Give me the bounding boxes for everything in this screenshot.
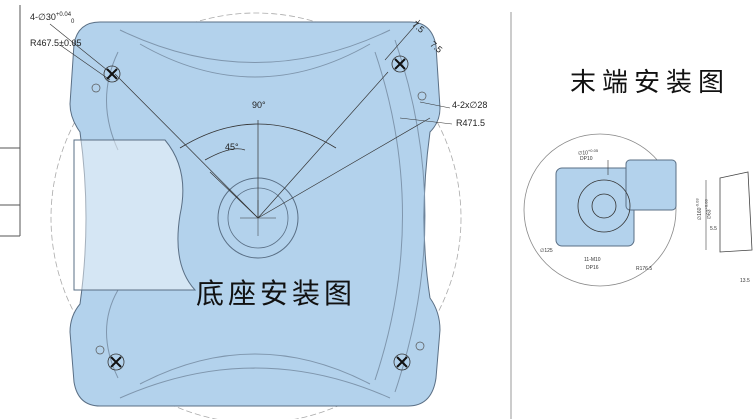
leader-radius-1 bbox=[59, 44, 111, 81]
hole-dia-tol-low: 0 bbox=[71, 18, 75, 25]
rib-right-2 bbox=[374, 51, 403, 381]
end-d160-label: ∅160-0.03 bbox=[695, 198, 704, 220]
end-flange-center bbox=[591, 193, 617, 219]
radius-2-label: R471.5 bbox=[456, 118, 486, 128]
aux-hole-3 bbox=[95, 345, 105, 355]
rib-left-lower bbox=[106, 289, 119, 379]
end-side-body bbox=[625, 159, 677, 211]
leader-radius-2 bbox=[399, 117, 453, 125]
base-title: 底座安装图 bbox=[196, 277, 357, 310]
mount-hole-bl bbox=[107, 353, 125, 371]
end-d160-tol: -0.03 bbox=[694, 198, 700, 208]
hole-dia-label: 4-∅30+0.040 bbox=[30, 12, 74, 25]
radial-line-ne bbox=[257, 71, 389, 219]
end-d-top-sub: DP10 bbox=[580, 156, 593, 162]
rib-bottom-2 bbox=[139, 353, 371, 385]
left-cutout bbox=[73, 139, 197, 291]
hole-dia-tol: +0.04 bbox=[55, 12, 72, 18]
end-thread-label: 11-M10 bbox=[584, 257, 601, 263]
aux-hole-4 bbox=[415, 341, 425, 351]
mount-hole-tl bbox=[103, 65, 121, 83]
angle-45-arc bbox=[204, 148, 246, 161]
radius-1-label: R467.5±0.05 bbox=[30, 38, 82, 48]
end-d63-tol: +0.03 bbox=[703, 199, 709, 210]
leader-spacing bbox=[384, 19, 421, 61]
outer-dashed-circle bbox=[50, 12, 462, 419]
leader-holes-2x bbox=[419, 101, 451, 109]
end-flange-body bbox=[555, 167, 635, 247]
end-thread-sub: DP16 bbox=[586, 265, 599, 271]
mount-hole-br bbox=[393, 353, 411, 371]
end-flange-pcd bbox=[577, 179, 631, 233]
end-d-top-label: ∅10+0.05 bbox=[578, 148, 598, 157]
hole-dia-text: 4-∅30 bbox=[30, 12, 56, 22]
end-title: 末端安装图 bbox=[570, 68, 731, 98]
radial-line-45 bbox=[209, 171, 259, 219]
end-detail-circle bbox=[523, 133, 677, 287]
end-d63-label: ∅63+0.03 bbox=[704, 199, 713, 219]
radial-line-e bbox=[257, 117, 431, 219]
end-d160: ∅160 bbox=[697, 207, 704, 221]
rib-right-1 bbox=[394, 39, 426, 393]
aux-hole-2 bbox=[417, 91, 427, 101]
end-section-profile bbox=[719, 171, 753, 253]
angle-45-label: 45° bbox=[225, 142, 239, 152]
end-r176-label: R176.5 bbox=[636, 266, 653, 272]
end-d135-label: 13.5 bbox=[740, 278, 750, 284]
holes-2x-label: 4-2x∅28 bbox=[452, 100, 488, 110]
leader-hole-dia bbox=[49, 23, 113, 75]
rib-top-1 bbox=[119, 29, 391, 63]
angle-90-label: 90° bbox=[252, 100, 266, 110]
aux-hole-1 bbox=[91, 83, 101, 93]
rib-top-2 bbox=[139, 43, 371, 78]
end-d63: ∅63 bbox=[706, 209, 713, 220]
end-d-top-tol: +0.05 bbox=[587, 148, 599, 153]
rib-bottom-1 bbox=[119, 367, 391, 399]
end-d-top: ∅10 bbox=[578, 150, 588, 157]
end-d55-label: 5.5 bbox=[710, 226, 717, 232]
radial-line-nw bbox=[114, 73, 259, 219]
rib-left-upper bbox=[106, 51, 119, 151]
mount-hole-tr bbox=[391, 55, 409, 73]
end-d125-label: ∅125 bbox=[540, 248, 553, 254]
